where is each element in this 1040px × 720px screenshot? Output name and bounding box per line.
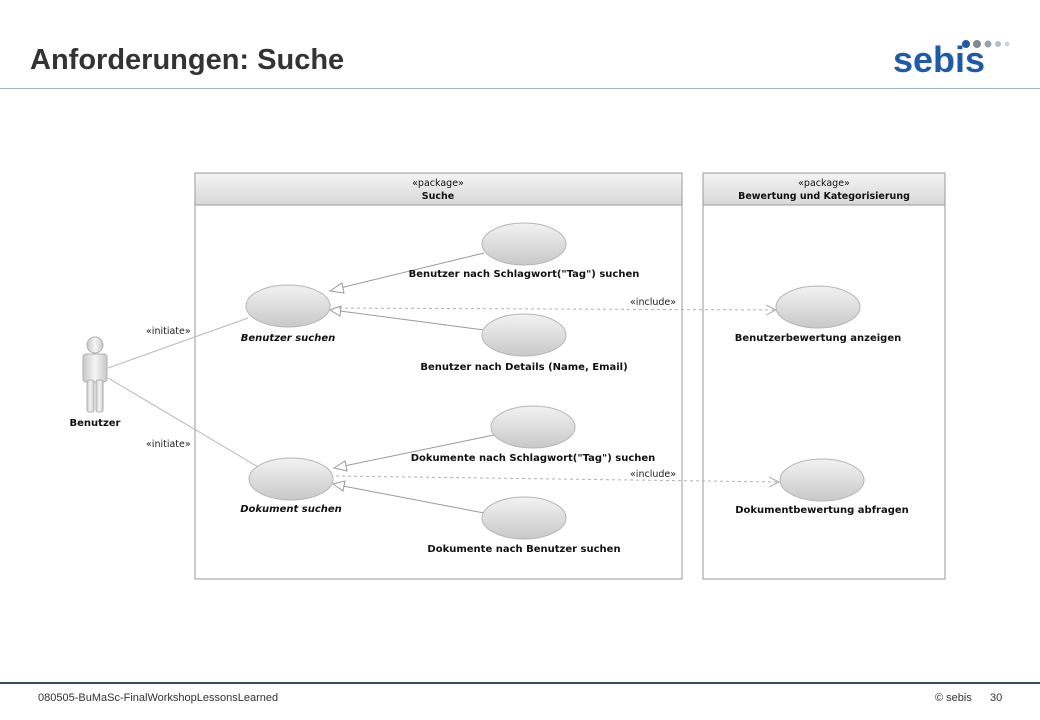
header-rule bbox=[0, 88, 1040, 89]
logo-dot bbox=[973, 40, 981, 48]
initiate-line bbox=[107, 317, 249, 369]
package-stereotype: «package» bbox=[798, 178, 850, 189]
package-suche: «package» Suche bbox=[194, 172, 683, 580]
generalization-arrows bbox=[328, 252, 495, 514]
use-case-benutzer-details: Benutzer nach Details (Name, Email) bbox=[420, 313, 628, 373]
generalization-line bbox=[339, 310, 485, 331]
arrow-head bbox=[768, 476, 781, 488]
include-line bbox=[335, 475, 780, 483]
logo-dot bbox=[984, 40, 992, 48]
footer-rule bbox=[0, 682, 1040, 684]
initiate-line bbox=[107, 377, 261, 469]
use-case-dokument-suchen: Dokument suchen bbox=[240, 457, 342, 515]
footer-copyright: © sebis bbox=[935, 692, 972, 704]
package-name: Suche bbox=[422, 191, 454, 202]
use-case-benutzerbewertung: Benutzerbewertung anzeigen bbox=[735, 285, 901, 344]
logo-dot bbox=[962, 40, 970, 48]
use-case-benutzer-suchen: Benutzer suchen bbox=[241, 284, 335, 344]
svg-text:Benutzerbewertung anzeigen: Benutzerbewertung anzeigen bbox=[735, 333, 901, 344]
arrow-head bbox=[332, 460, 348, 472]
use-case-dokumente-tag: Dokumente nach Schlagwort("Tag") suchen bbox=[411, 405, 656, 464]
logo-dot bbox=[995, 41, 1001, 47]
footer-page-number: 30 bbox=[990, 692, 1003, 704]
svg-text:Benutzer nach Schlagwort("Tag": Benutzer nach Schlagwort("Tag") suchen bbox=[409, 269, 640, 280]
svg-text:Dokumente nach Benutzer suchen: Dokumente nach Benutzer suchen bbox=[427, 544, 620, 555]
generalization-line bbox=[339, 252, 485, 289]
package-bewertung: «package» Bewertung und Kategorisierung bbox=[702, 172, 946, 580]
actor-icon bbox=[82, 336, 108, 413]
package-name: Bewertung und Kategorisierung bbox=[738, 191, 910, 202]
actor-benutzer: Benutzer bbox=[70, 336, 121, 429]
svg-text:Benutzer nach Details (Name, E: Benutzer nach Details (Name, Email) bbox=[420, 362, 627, 373]
sebis-logo: sebis bbox=[893, 39, 1010, 78]
package-stereotype: «package» bbox=[412, 178, 464, 189]
use-case-dokumente-benutzer: Dokumente nach Benutzer suchen bbox=[427, 496, 621, 555]
arrow-head bbox=[331, 480, 346, 492]
association-lines bbox=[107, 317, 261, 469]
logo-dot bbox=[1004, 41, 1010, 47]
include-label: «include» bbox=[630, 297, 676, 308]
logo-text: sebis bbox=[893, 39, 985, 78]
use-case-diagram: «package» Suche «package» Bewertung und … bbox=[70, 172, 946, 580]
svg-text:Dokument suchen: Dokument suchen bbox=[240, 504, 342, 515]
slide-title: Anforderungen: Suche bbox=[30, 44, 345, 76]
initiate-label: «initiate» bbox=[146, 326, 191, 337]
svg-text:Benutzer suchen: Benutzer suchen bbox=[241, 333, 335, 344]
actor-label: Benutzer bbox=[70, 418, 121, 429]
generalization-line bbox=[342, 485, 485, 514]
generalization-line bbox=[343, 434, 495, 467]
use-case-benutzer-tag: Benutzer nach Schlagwort("Tag") suchen bbox=[409, 222, 640, 280]
svg-text:Dokumentbewertung abfragen: Dokumentbewertung abfragen bbox=[735, 505, 909, 516]
include-label: «include» bbox=[630, 469, 676, 480]
svg-text:Dokumente nach Schlagwort("Tag: Dokumente nach Schlagwort("Tag") suchen bbox=[411, 453, 656, 464]
initiate-label: «initiate» bbox=[146, 439, 191, 450]
arrow-head bbox=[328, 282, 345, 294]
include-line bbox=[332, 307, 777, 311]
use-case-dokumentbewertung: Dokumentbewertung abfragen bbox=[735, 458, 909, 516]
footer-document-name: 080505-BuMaSc-FinalWorkshopLessonsLearne… bbox=[38, 692, 279, 704]
